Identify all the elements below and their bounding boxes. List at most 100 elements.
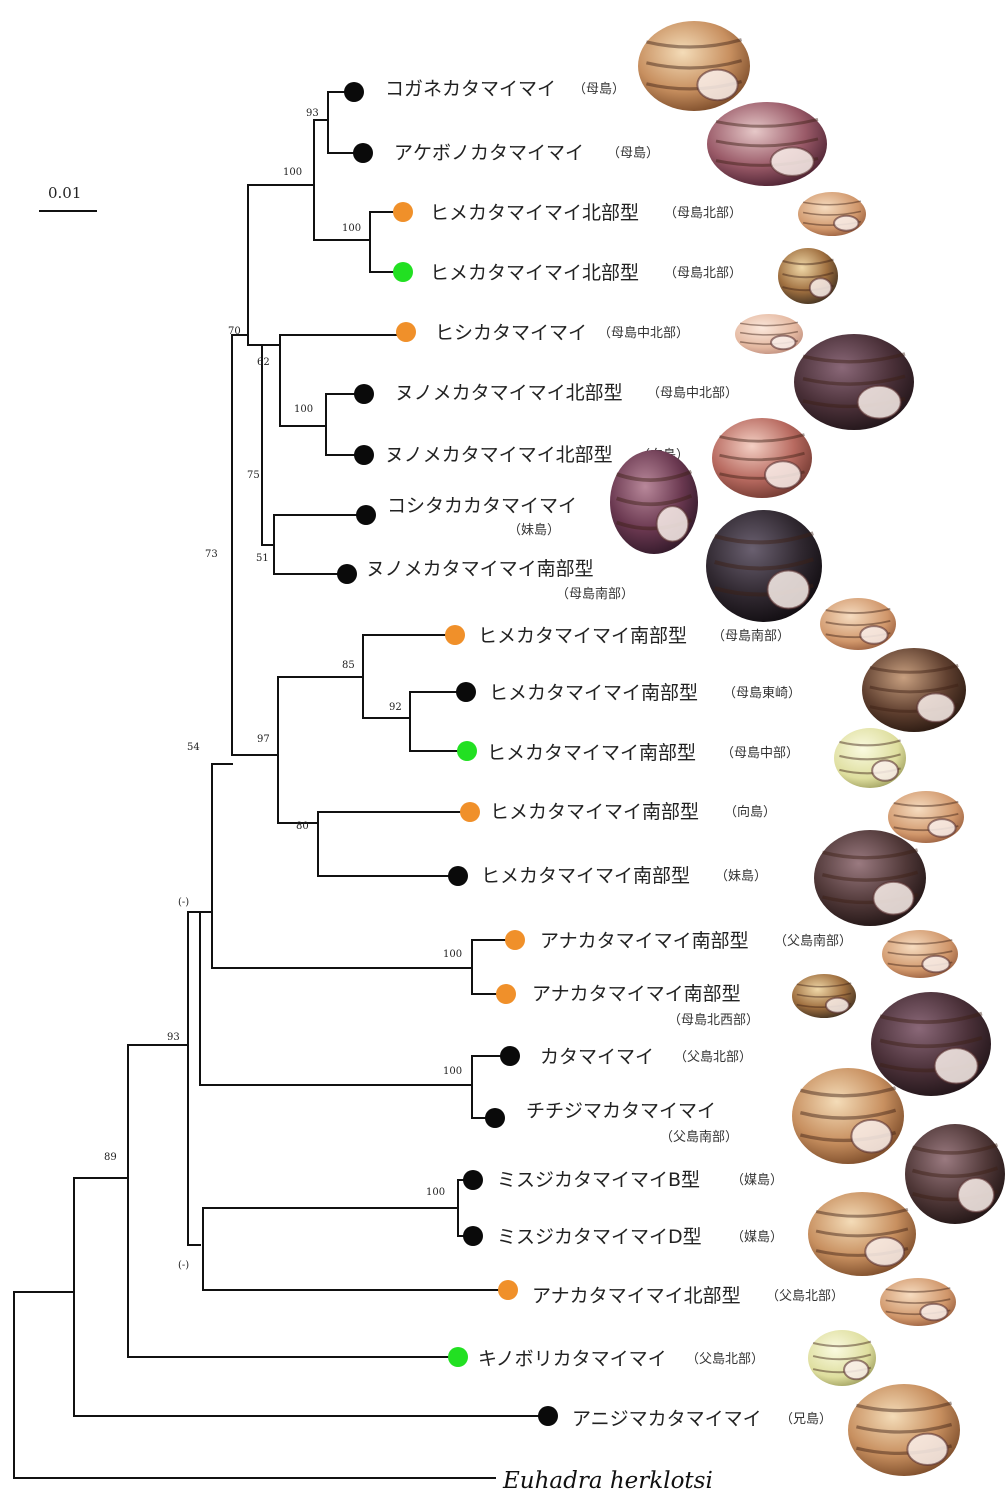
support-value: 100 bbox=[342, 223, 361, 234]
tip-dot-black bbox=[356, 505, 376, 525]
shell-image bbox=[808, 1192, 916, 1276]
support-value: 54 bbox=[187, 742, 200, 753]
taxon-name: ヒメカタマイマイ南部型 bbox=[487, 742, 696, 764]
tip-dot-green bbox=[393, 262, 413, 282]
tip-dot-black bbox=[354, 384, 374, 404]
shell-image bbox=[808, 1330, 876, 1386]
taxon-locality: （妹島） bbox=[508, 523, 560, 538]
taxon-locality: （妹島） bbox=[715, 869, 767, 884]
taxon-name: ヒメカタマイマイ南部型 bbox=[490, 801, 699, 823]
taxon-locality: （母島東崎） bbox=[723, 685, 801, 701]
support-value: 93 bbox=[167, 1032, 180, 1043]
taxon-name: ヌノメカタマイマイ南部型 bbox=[366, 558, 594, 580]
shell-image bbox=[888, 791, 964, 843]
support-value: 100 bbox=[443, 949, 462, 960]
taxon-name: ヒメカタマイマイ北部型 bbox=[430, 202, 639, 224]
shell-image bbox=[814, 830, 926, 926]
tip-dot-orange bbox=[393, 202, 413, 222]
shell-image bbox=[792, 1068, 904, 1164]
taxon-locality: （父島南部） bbox=[774, 933, 852, 949]
support-value: 100 bbox=[294, 404, 313, 415]
shell-image bbox=[882, 930, 958, 978]
taxon-locality: （媒島） bbox=[731, 1230, 783, 1245]
taxon-locality: （母島北部） bbox=[664, 266, 742, 281]
shell-image bbox=[834, 728, 906, 788]
support-value: 100 bbox=[426, 1187, 445, 1198]
tip-dot-black bbox=[463, 1170, 483, 1190]
taxon-locality: （母島北部） bbox=[664, 206, 742, 221]
shell-image bbox=[712, 418, 812, 498]
taxon-locality: （母島南部） bbox=[712, 628, 790, 644]
tip-dot-black bbox=[354, 445, 374, 465]
taxon-locality: （父島南部） bbox=[660, 1129, 738, 1145]
support-value: 75 bbox=[247, 470, 260, 481]
shell-image bbox=[638, 21, 750, 111]
taxon-name: ヒメカタマイマイ南部型 bbox=[489, 682, 698, 704]
taxon-name: キノボリカタマイマイ bbox=[478, 1348, 667, 1370]
scale-bar: 0.01 bbox=[40, 184, 96, 211]
taxon-name: ミスジカタマイマイB型 bbox=[497, 1169, 700, 1191]
taxon-name: アナカタマイマイ南部型 bbox=[540, 930, 749, 952]
taxon-name: アナカタマイマイ南部型 bbox=[532, 983, 741, 1005]
taxon-locality: （父島北部） bbox=[686, 1352, 764, 1367]
taxon-locality: （母島） bbox=[573, 82, 625, 97]
scale-bar-label: 0.01 bbox=[48, 184, 81, 202]
taxon-name: ヒメカタマイマイ南部型 bbox=[478, 625, 687, 647]
taxon-name: ヌノメカタマイマイ北部型 bbox=[385, 444, 613, 466]
support-values: 93 100 100 70 62 100 75 51 73 85 92 97 8… bbox=[104, 108, 462, 1271]
shell-image bbox=[735, 314, 803, 354]
support-value: 70 bbox=[228, 326, 241, 337]
taxon-name: ヌノメカタマイマイ北部型 bbox=[395, 382, 623, 404]
shell-image bbox=[880, 1278, 956, 1326]
support-value: 92 bbox=[389, 702, 402, 713]
support-value: 89 bbox=[104, 1152, 117, 1163]
tip-dot-black bbox=[463, 1226, 483, 1246]
shell-image bbox=[778, 248, 838, 304]
taxon-locality: （母島北西部） bbox=[668, 1013, 759, 1028]
support-value: 100 bbox=[283, 167, 302, 178]
tip-dot-black bbox=[500, 1046, 520, 1066]
support-value: 62 bbox=[257, 357, 270, 368]
shell-image bbox=[798, 192, 866, 236]
support-value: 97 bbox=[257, 734, 270, 745]
outgroup-label: Euhadra herklotsi bbox=[502, 1468, 713, 1494]
taxon-name: コシタカカタマイマイ bbox=[387, 495, 577, 517]
tip-dot-black bbox=[485, 1108, 505, 1128]
shell-image bbox=[905, 1124, 1005, 1224]
support-value: 100 bbox=[443, 1066, 462, 1077]
taxon-locality: （兄島） bbox=[780, 1412, 832, 1427]
shell-image bbox=[792, 974, 856, 1018]
taxon-name: ヒシカタマイマイ bbox=[435, 322, 587, 344]
taxon-name: ヒメカタマイマイ北部型 bbox=[430, 262, 639, 284]
tip-dot-orange bbox=[396, 322, 416, 342]
shell-image bbox=[820, 598, 896, 650]
tip-dot-orange bbox=[505, 930, 525, 950]
tip-dot-black bbox=[344, 82, 364, 102]
tip-dot-green bbox=[448, 1347, 468, 1367]
shell-image bbox=[610, 450, 698, 554]
support-value: 73 bbox=[205, 549, 218, 560]
taxon-locality: （母島南部） bbox=[556, 586, 634, 602]
shell-image bbox=[862, 648, 966, 732]
shell-image bbox=[848, 1384, 960, 1476]
shell-image bbox=[707, 102, 827, 186]
taxon-name: チチジマカタマイマイ bbox=[526, 1100, 716, 1122]
taxon-name: ミスジカタマイマイD型 bbox=[497, 1226, 702, 1248]
support-value: (-) bbox=[178, 897, 189, 908]
tree-branches bbox=[14, 92, 548, 1478]
tip-dot-orange bbox=[460, 802, 480, 822]
taxon-locality: （父島北部） bbox=[674, 1050, 752, 1065]
taxon-locality: （母島中北部） bbox=[647, 386, 738, 401]
taxon-locality: （母島中北部） bbox=[598, 326, 689, 341]
support-value: (-) bbox=[178, 1260, 189, 1271]
tip-dot-orange bbox=[445, 625, 465, 645]
taxon-name: ヒメカタマイマイ南部型 bbox=[481, 865, 690, 887]
tip-dot-black bbox=[538, 1406, 558, 1426]
tip-dot-black bbox=[337, 564, 357, 584]
taxon-name: アニジマカタマイマイ bbox=[572, 1408, 762, 1430]
tip-dot-black bbox=[448, 866, 468, 886]
taxon-name: コガネカタマイマイ bbox=[385, 78, 556, 100]
tip-dot-black bbox=[456, 682, 476, 702]
taxon-locality: （母島） bbox=[607, 146, 659, 161]
